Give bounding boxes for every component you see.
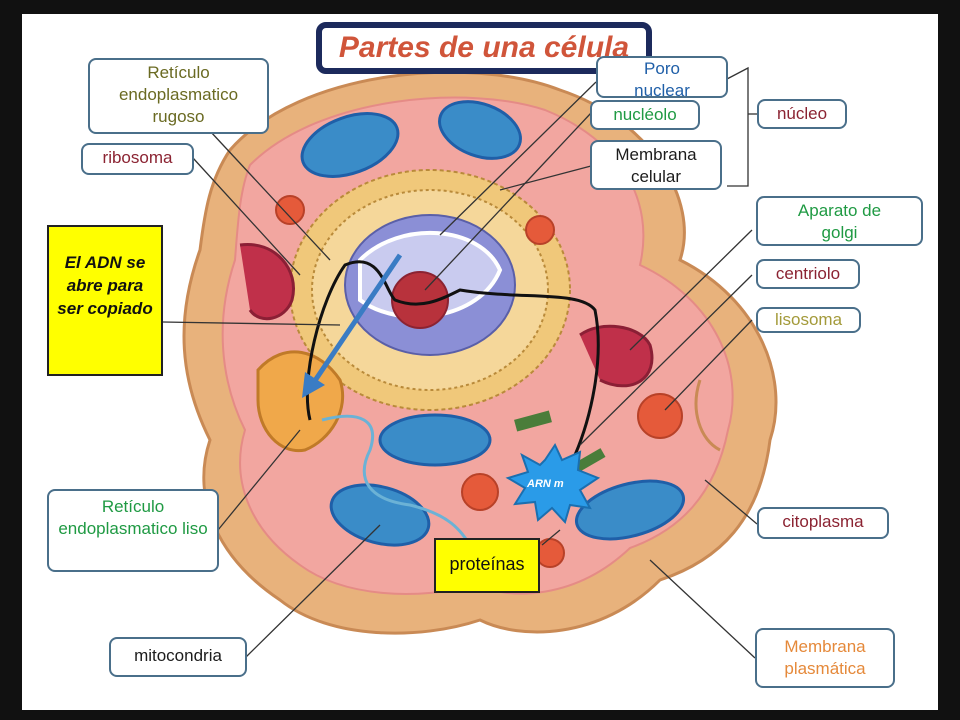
centriole <box>514 410 552 432</box>
label-proteinas: proteínas <box>434 538 540 593</box>
label-centriolo: centriolo <box>756 259 860 289</box>
dna-path <box>305 260 600 456</box>
label-poro-nuclear: Poro nuclear <box>596 56 728 98</box>
mitochondria <box>300 100 686 547</box>
note-adn: El ADN se abre para ser copiado <box>47 225 163 376</box>
transcription-arrow <box>309 253 403 387</box>
nucleolus <box>391 271 449 329</box>
arn-m-burst <box>505 442 601 524</box>
label-membrana-celular: Membrana celular <box>590 140 722 190</box>
arn-m-label-group: ARN m <box>526 478 564 490</box>
svg-text:ARN m: ARN m <box>526 478 564 490</box>
label-lisosoma: lisosoma <box>756 307 861 333</box>
label-aparato-golgi: Aparato de golgi <box>756 196 923 246</box>
smooth-er <box>256 350 345 453</box>
protein-path <box>321 414 472 546</box>
label-reticulo-liso: Retículo endoplasmatico liso <box>47 489 219 572</box>
label-ribosoma: ribosoma <box>81 143 194 175</box>
lysosomes <box>275 195 683 568</box>
golgi-left <box>239 242 295 321</box>
label-nucleo: núcleo <box>757 99 847 129</box>
page-title: Partes de una célula <box>338 31 630 64</box>
label-mitocondria: mitocondria <box>109 637 247 677</box>
label-leader-lines <box>162 66 758 659</box>
label-nucleolo: nucléolo <box>590 100 700 130</box>
label-citoplasma: citoplasma <box>757 507 889 539</box>
label-reticulo-rugoso: Retículo endoplasmatico rugoso <box>88 58 269 134</box>
label-membrana-plasmatica: Membrana plasmática <box>755 628 895 688</box>
